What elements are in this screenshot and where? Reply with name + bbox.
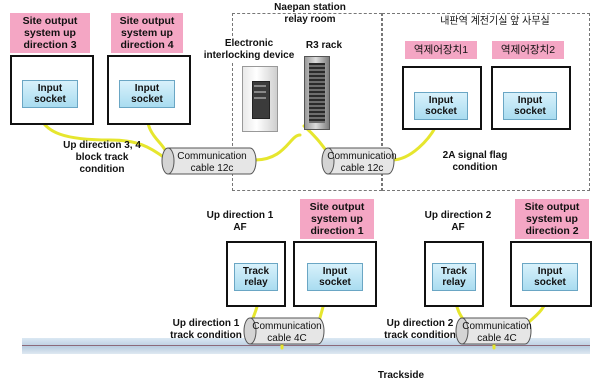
cable-a-line2: cable 12c [191,163,234,174]
input-socket-unit-2: Input socket [503,92,557,120]
up-direction-2-track-condition-label: Up direction 2 track condition [384,318,456,341]
cable-d-line2: cable 4C [477,333,516,344]
track-rail-line [22,345,590,346]
trackside-label: Trackside [377,370,425,381]
cable-d-line1: Communication [462,321,531,332]
up-direction-1-af-label: Up direction 1 AF [206,210,274,233]
cable-b: Communication cable 12c [321,147,397,175]
up-direction-3-4-label: Up direction 3, 4 block track condition [63,140,141,175]
input-socket-up-3: Input socket [22,80,78,108]
interlocking-device-label: Electronic interlocking device [198,38,300,62]
site-output-up-3-label: Site output system up direction 3 [10,13,90,53]
track-relay-2: Track relay [432,263,476,291]
office-region [382,13,590,191]
station-control-unit-2-label: 역제어장치2 [492,41,564,59]
signal-flag-condition-label: 2A signal flag condition [442,150,508,173]
wire-cable-a-to-rack [253,133,302,162]
track-bar [22,338,590,354]
cable-c-line2: cable 4C [267,333,306,344]
station-control-unit-1-label: 역제어장치1 [405,41,477,59]
cable-a-line1: Communication [177,151,246,162]
up-direction-1-track-condition-label: Up direction 1 track condition [170,318,242,341]
cable-c-line1: Communication [252,321,321,332]
up-direction-2-af-label: Up direction 2 AF [424,210,492,233]
cable-b-line2: cable 12c [341,163,384,174]
relay-room-region [232,13,382,191]
office-title: 내판역 계전기실 앞 사무실 [440,16,550,27]
input-socket-up-4: Input socket [119,80,175,108]
site-output-up-3-box [10,55,94,125]
site-output-up-4-label: Site output system up direction 4 [111,13,183,53]
cable-d: Communication cable 4C [455,317,532,345]
input-socket-up-1: Input socket [307,263,363,291]
wire-socket3 [36,106,167,160]
cable-a: Communication cable 12c [161,147,257,175]
site-output-up-2-label: Site output system up direction 2 [515,199,589,239]
input-socket-unit-1: Input socket [414,92,468,120]
input-socket-up-2: Input socket [522,263,578,291]
site-output-up-1-label: Site output system up direction 1 [300,199,374,239]
r3-rack-label: R3 rack [305,40,343,51]
interlocking-cabinet-image [242,66,278,132]
cable-b-line1: Communication [327,151,396,162]
cable-c: Communication cable 4C [243,317,325,345]
relay-room-title: Naepan station relay room [274,2,346,25]
track-relay-1: Track relay [234,263,278,291]
r3-rack-image [304,56,330,130]
